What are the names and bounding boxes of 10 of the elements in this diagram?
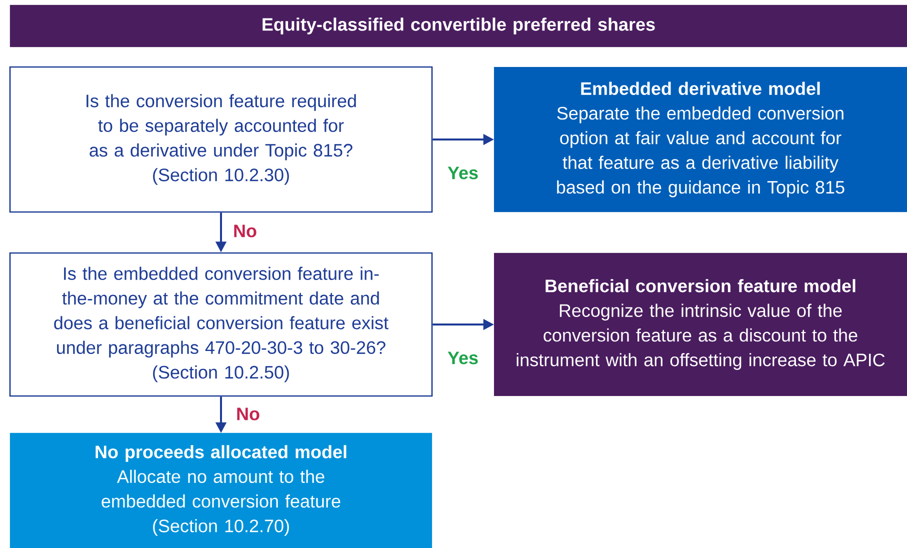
edge-label: Yes [448,166,478,180]
outcome-box: Beneficial conversion feature model Recognize the intrinsic value of the conversion feature as a discount to the instrument with an offsetting increase to APIC [494,252,907,396]
outcome-box: Embedded derivative model Separate the embedded conversion option at fair value and account for that feature as a derivative liability based on the guidance in Topic 815 [494,66,907,212]
question-box: Is the embedded conversion feature in-the-money at the commitment date and does a beneficial conversion feature exist under paragraphs 470-20-30-3 to 30-26? (Section 10.2.50) [9,252,433,397]
edge-label: No [237,408,260,420]
edge-label: No [234,224,256,238]
header-band: Equity-classified convertible preferred shares [10,4,907,48]
question-box: Is the conversion feature required to be separately accounted for as a derivative under Topic 815? (Section 10.2.30) [9,66,433,213]
edge-label: Yes [448,352,478,364]
outcome-box: No proceeds allocated model Allocate no amount to the embedded conversion feature (Section 10.2.70) [10,432,432,548]
